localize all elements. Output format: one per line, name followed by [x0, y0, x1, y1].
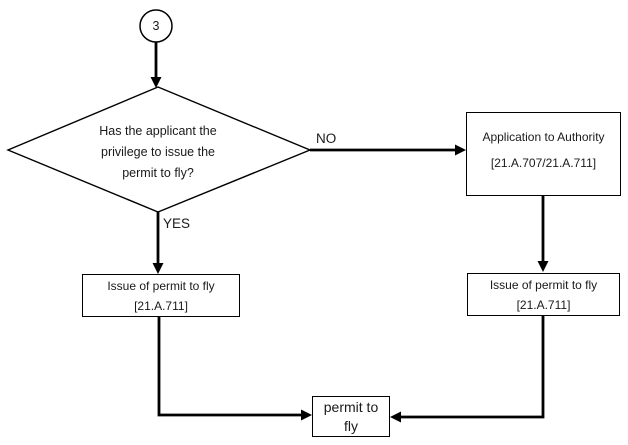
issue-permit-left-ref: [21.A.711] [134, 298, 188, 313]
decision-question-line-2: privilege to issue the [101, 145, 215, 159]
start-connector-circle [139, 9, 173, 43]
connector-issue-right-to-permit [390, 316, 545, 423]
connector-no-branch [310, 144, 466, 156]
no-branch-label: NO [316, 131, 337, 146]
connector-start-to-decision [150, 42, 162, 88]
start-connector-label: 3 [152, 19, 160, 33]
arrowhead-right-icon [455, 144, 466, 156]
arrowhead-right-icon [301, 409, 312, 421]
arrowhead-left-icon [390, 411, 401, 423]
issue-permit-right-ref: [21.A.711] [516, 297, 571, 312]
decision-diamond-shape [6, 86, 312, 213]
issue-permit-right-box: Issue of permit to fly [21.A.711] [467, 273, 620, 316]
connector-yes-branch [152, 212, 164, 274]
issue-permit-left-box: Issue of permit to fly [21.A.711] [82, 274, 240, 317]
application-to-authority-title: Application to Authority [482, 130, 605, 144]
permit-to-fly-label: permit to fly [323, 398, 379, 434]
arrowhead-down-icon [152, 263, 164, 274]
arrowhead-down-icon [150, 77, 162, 88]
application-to-authority-box: Application to Authority [21.A.707/21.A.… [466, 112, 621, 196]
connector-issue-left-to-permit [157, 317, 312, 421]
decision-question-line-3: permit to fly? [122, 166, 194, 180]
issue-permit-right-title: Issue of permit to fly [489, 277, 598, 292]
connector-application-to-issue [537, 196, 549, 272]
decision-question: Has the applicant the privilege to issue… [58, 121, 258, 184]
application-to-authority-ref: [21.A.707/21.A.711] [490, 156, 597, 170]
issue-permit-left-title: Issue of permit to fly [107, 278, 215, 293]
decision-question-line-1: Has the applicant the [99, 124, 217, 138]
arrowhead-down-icon [537, 261, 549, 272]
permit-to-fly-box: permit to fly [312, 396, 390, 437]
yes-branch-label: YES [163, 216, 191, 231]
